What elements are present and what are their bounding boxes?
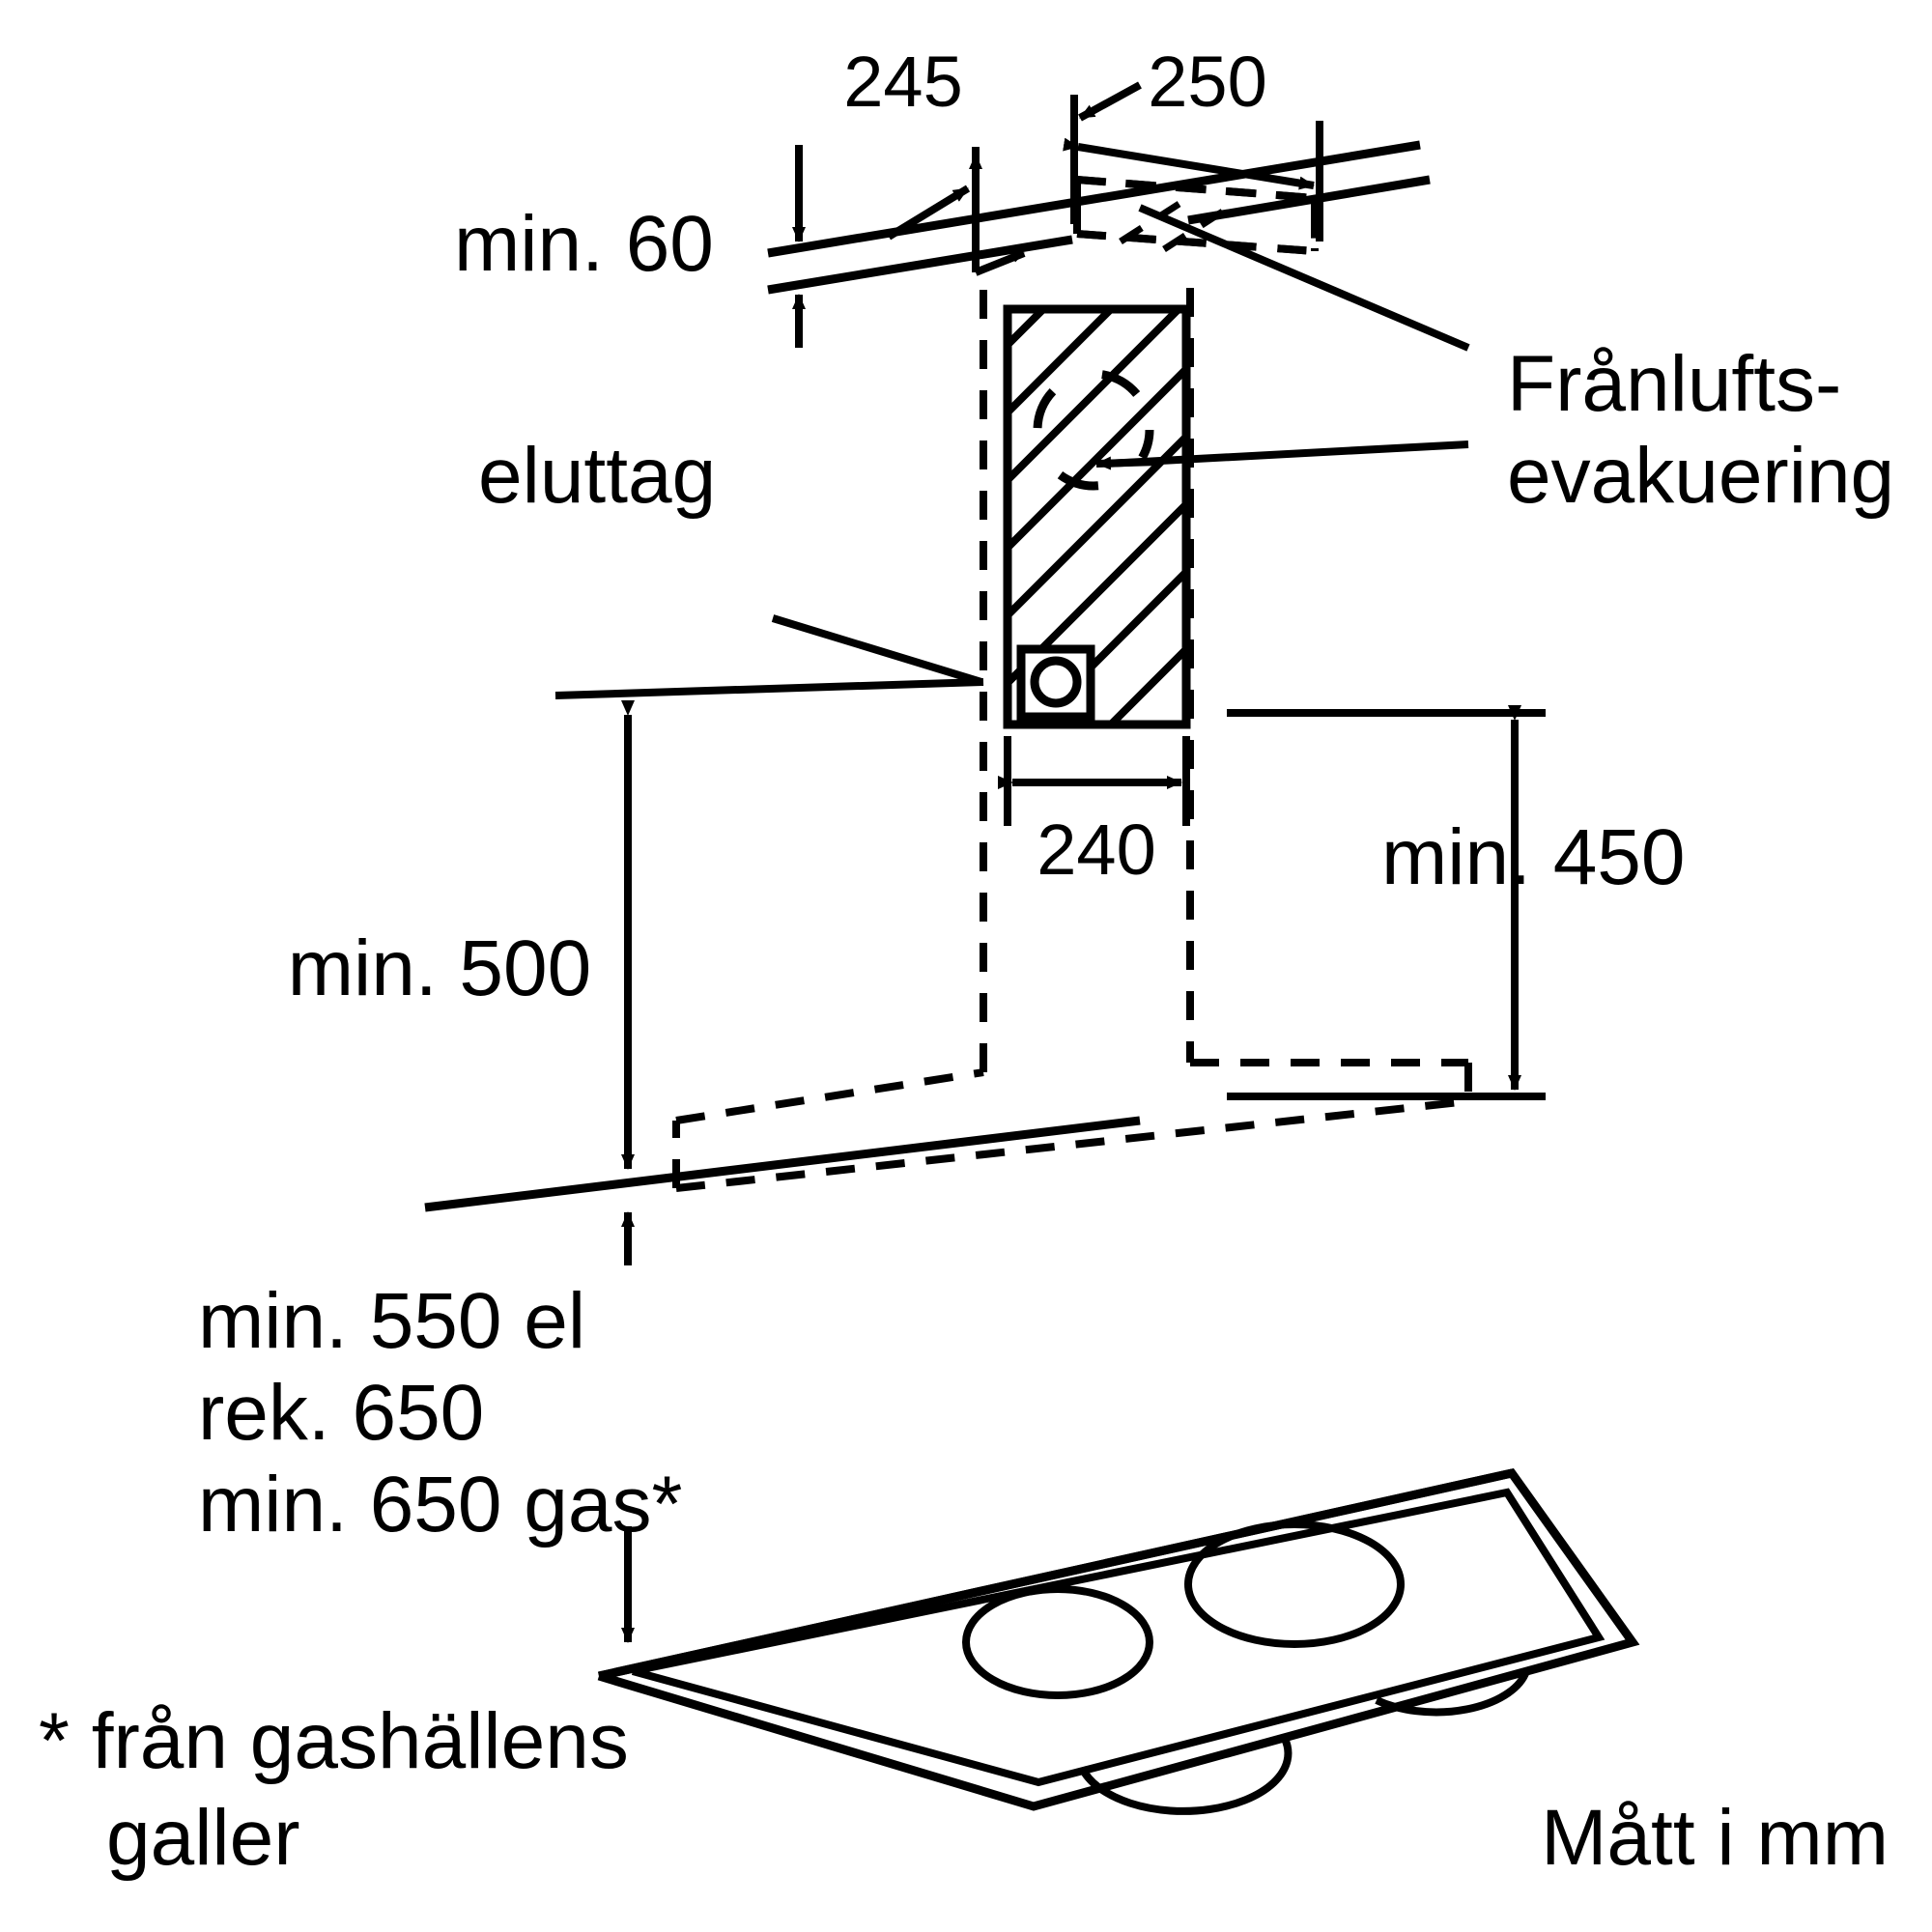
lower-reference-line [424,1116,1141,1212]
label-250: 250 [1148,42,1266,122]
leader-duct-to-label [1095,440,1469,470]
dimension-min450 [1227,705,1546,1100]
label-eluttag: eluttag [478,432,716,520]
leader-franluftsevakuering [1138,204,1470,352]
footnote-line-2: galler [106,1794,300,1882]
ceiling-line-lower [767,175,1431,295]
dimension-240 [998,736,1190,826]
label-rek650: rek. 650 [198,1369,484,1457]
footnote-line-1: * från gashällens [39,1697,629,1785]
label-min500: min. 500 [288,924,592,1012]
label-245: 245 [843,42,962,122]
label-240: 240 [1037,810,1155,890]
hood-vertical-dashed-edges [980,288,1194,1072]
units-note: Mått i mm [1541,1794,1889,1882]
label-min650gas: min. 650 gas* [198,1461,682,1548]
label-franlufts-line1: Frånlufts- [1507,340,1841,428]
label-min550el: min. 550 el [198,1277,585,1365]
label-franlufts-line2: evakuering [1507,432,1894,520]
round-duct-opening [1033,369,1154,491]
label-min450: min. 450 [1381,813,1686,901]
dimension-245 [886,147,1026,276]
label-min60: min. 60 [454,200,714,288]
leader-eluttag [554,614,984,699]
electrical-socket-icon [1016,644,1095,722]
chimney-body [1003,304,1191,729]
chimney-hatching [1008,309,1186,724]
cooktop [597,1467,1640,1815]
